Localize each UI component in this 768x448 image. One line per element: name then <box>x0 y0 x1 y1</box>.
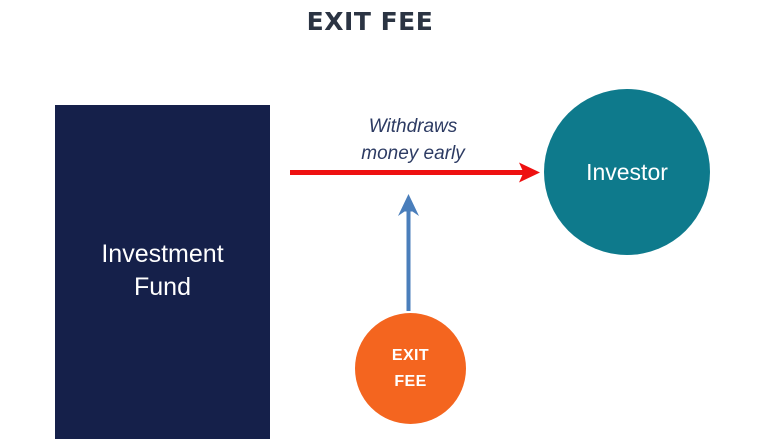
node-exit-fee: EXIT FEE <box>355 313 466 424</box>
node-investor-label: Investor <box>586 159 668 185</box>
node-investment-fund-label-line2: Fund <box>134 273 191 301</box>
node-investment-fund-label-line1: Investment <box>101 240 224 268</box>
node-investor: Investor <box>544 89 710 255</box>
node-exit-fee-label-line2: FEE <box>394 372 427 390</box>
page-title: EXIT FEE <box>306 7 434 36</box>
node-investment-fund-label: Investment Fund <box>101 238 223 306</box>
connector-withdraw-arrow-head <box>519 162 540 183</box>
connector-withdraw-caption: Withdraws money early <box>318 113 508 167</box>
connector-withdraw-caption-line1: Withdraws <box>368 116 458 137</box>
node-exit-fee-label: EXIT FEE <box>392 343 429 395</box>
connector-exit-fee-arrow-head <box>398 194 419 216</box>
connector-exit-fee-arrow <box>398 194 419 311</box>
node-exit-fee-label-line1: EXIT <box>391 346 430 364</box>
connector-withdraw-caption-line2: money early <box>361 143 465 164</box>
node-investment-fund: Investment Fund <box>55 105 270 439</box>
